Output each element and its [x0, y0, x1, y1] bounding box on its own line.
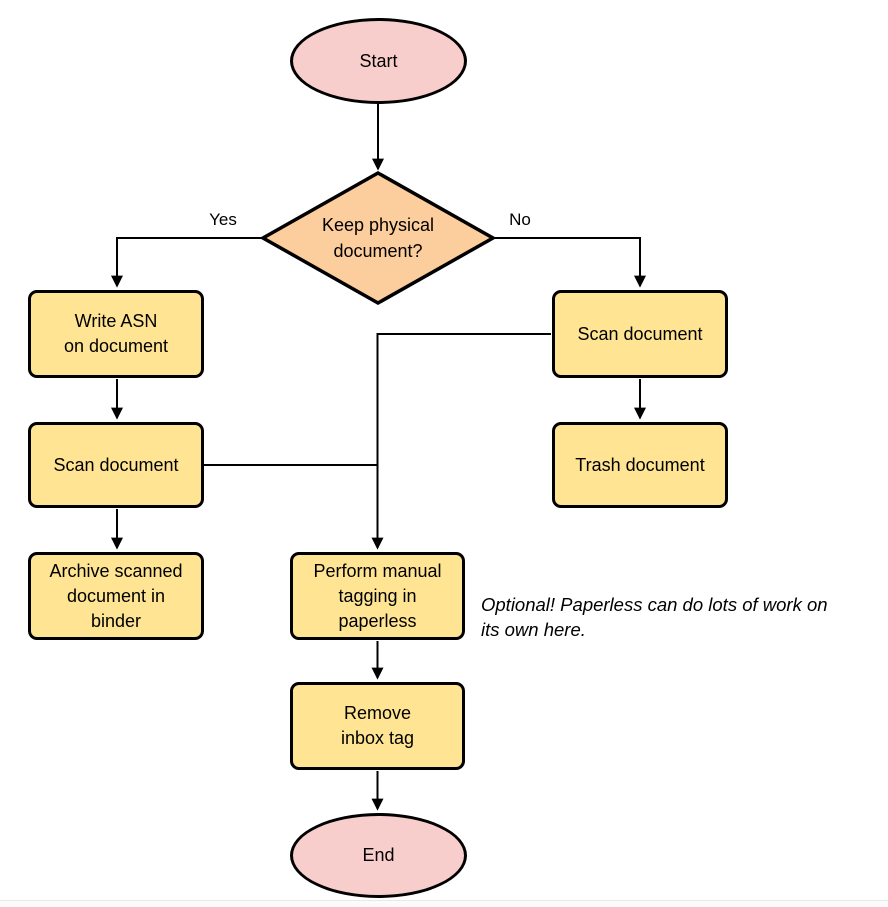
- node-start: Start: [290, 18, 467, 104]
- edge-decision-no-to-scan-right: [493, 237, 646, 288]
- annotation-optional-note: Optional! Paperless can do lots of work …: [481, 594, 828, 640]
- node-start-label: Start: [359, 50, 398, 71]
- edge-label-yes: Yes: [209, 210, 237, 229]
- node-write-asn: Write ASN on document: [28, 290, 204, 378]
- edge-scan-right-to-perform: [371, 333, 551, 550]
- edge-decision-yes-to-write-asn: [111, 237, 263, 288]
- node-scan-document-right: Scan document: [552, 290, 728, 378]
- edge-label-no: No: [509, 210, 531, 229]
- node-end-label: End: [362, 845, 395, 865]
- decision-diamond-shape: [259, 170, 497, 306]
- node-archive-binder: Archive scanned document in binder: [28, 552, 204, 640]
- node-trash-document: Trash document: [552, 422, 728, 508]
- node-scan-document-left: Scan document: [28, 422, 204, 508]
- node-remove-inbox-tag: Remove inbox tag: [290, 682, 465, 770]
- node-decision-label: Keep physical document?: [321, 215, 435, 261]
- bottom-edge-divider: [0, 900, 888, 907]
- node-end: End: [290, 813, 467, 898]
- node-perform-tagging: Perform manual tagging in paperless: [290, 552, 465, 640]
